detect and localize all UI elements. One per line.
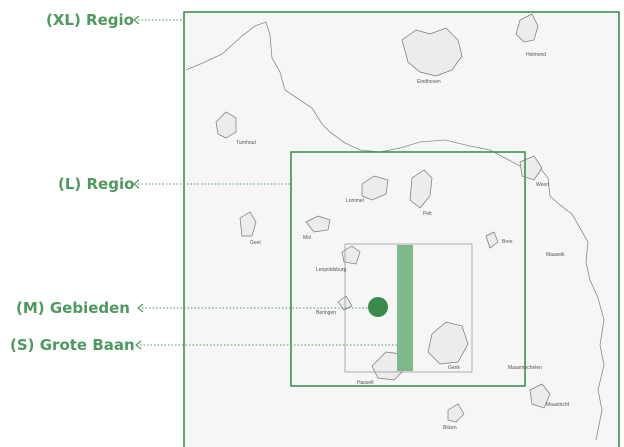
- blob-lommel: [361, 175, 389, 201]
- city-label: Bilzen: [443, 425, 457, 431]
- city-label: Genk: [448, 365, 460, 371]
- arrow-m-icon: [137, 303, 144, 313]
- city-label: Hasselt: [357, 380, 374, 386]
- city-label: Geel: [250, 240, 261, 246]
- arrow-l-icon: [133, 179, 140, 189]
- blob-geel: [239, 211, 257, 237]
- blob-eindhoven: [401, 27, 463, 77]
- city-label: Maastricht: [546, 402, 570, 408]
- blob-mol: [305, 215, 331, 233]
- gebieden-dot: [368, 297, 388, 317]
- label-xl-regio: (XL) Regio: [46, 11, 134, 29]
- city-label: Leopoldsburg: [316, 267, 347, 273]
- map-background: [184, 12, 620, 447]
- blob-bree: [485, 231, 499, 249]
- label-s-grote-baan: (S) Grote Baan: [10, 336, 135, 354]
- city-label: Turnhout: [236, 140, 256, 146]
- blob-genk: [427, 321, 469, 365]
- label-l-regio: (L) Regio: [58, 175, 135, 193]
- blob-helmond: [515, 13, 539, 43]
- arrow-s-icon: [135, 340, 142, 350]
- city-label: Maaseik: [546, 252, 565, 258]
- city-label: Lommel: [346, 198, 364, 204]
- blob-turnhout: [215, 111, 237, 139]
- city-label: Helmond: [526, 52, 547, 58]
- grote-baan-bar: [397, 245, 413, 371]
- label-m-gebieden: (M) Gebieden: [16, 299, 130, 317]
- blob-leopoldsburg: [341, 245, 361, 265]
- city-label: Bree: [502, 239, 513, 245]
- arrow-xl-icon: [133, 15, 140, 25]
- city-label: Pelt: [423, 211, 432, 217]
- city-label: Mol: [303, 235, 312, 241]
- city-label: Eindhoven: [417, 79, 441, 85]
- city-label: Beringen: [316, 310, 337, 316]
- border-line: [185, 21, 605, 441]
- blob-bilzen: [447, 403, 465, 423]
- blob-pelt: [409, 169, 433, 209]
- blob-maastricht: [529, 383, 551, 409]
- frame-l-regio: [290, 151, 526, 387]
- city-label: Maasmechelen: [508, 365, 542, 371]
- city-label: Weert: [536, 182, 550, 188]
- frame-xl-regio: [183, 11, 620, 447]
